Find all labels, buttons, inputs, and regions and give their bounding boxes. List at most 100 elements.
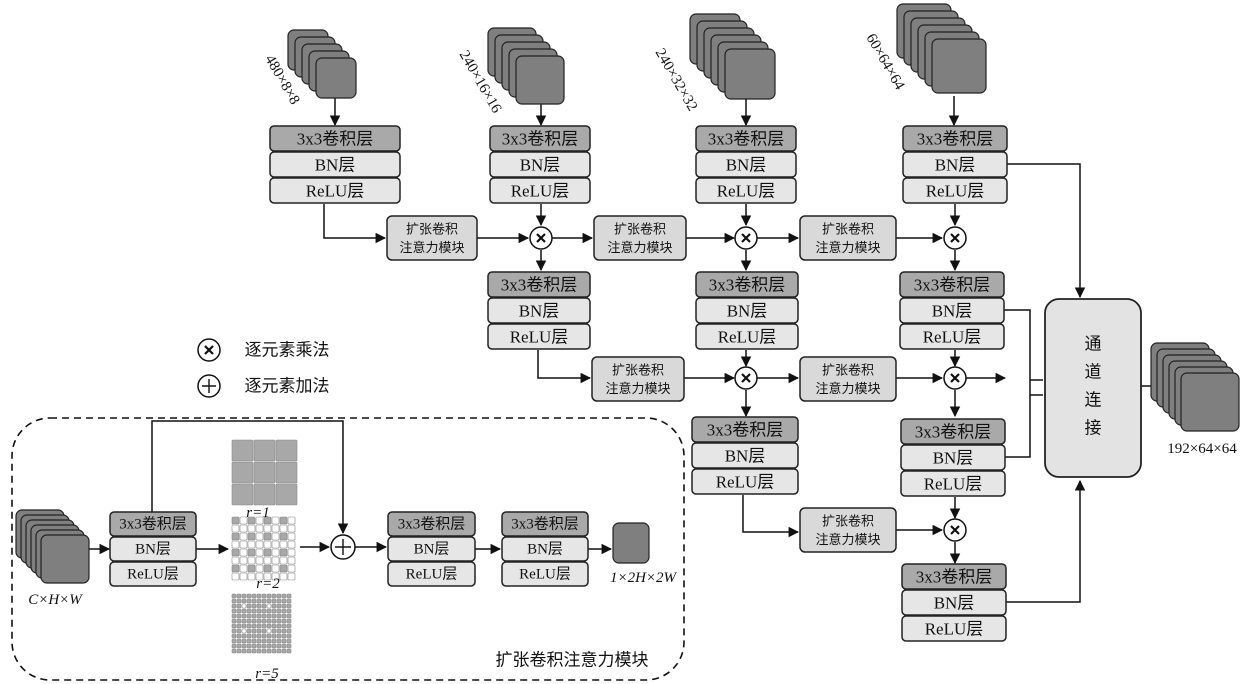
dilation-grid-cell: [256, 557, 263, 564]
relu-layer-label: ReLU层: [925, 620, 984, 639]
dilation-grid-cell: [248, 565, 255, 572]
dilation-grid-cell: [237, 634, 241, 638]
dilation-grid-cell: [247, 629, 251, 633]
dilation-grid-cell: [287, 599, 291, 603]
dilation-grid-cell: [272, 604, 276, 608]
dilation-grid-cell: [237, 599, 241, 603]
dilation-grid-cell: [277, 629, 281, 633]
dilation-rate-label: r=5: [255, 666, 279, 682]
dilation-grid-cell: [288, 557, 295, 564]
attention-module-label-line1: 扩张卷积: [614, 222, 666, 237]
bn-layer-label: BN层: [727, 302, 768, 321]
dilation-grid-cell: [280, 517, 287, 524]
dilation-grid-cell: [282, 649, 286, 653]
conv-layer-label: 3x3卷积层: [915, 423, 992, 442]
dilation-grid-cell: [272, 549, 279, 556]
dilation-grid-cell: [262, 649, 266, 653]
dilation-grid-cell: [264, 565, 271, 572]
dilation-grid-cell: [277, 604, 281, 608]
bn-layer-label: BN层: [527, 542, 563, 558]
dilation-grid-cell: [257, 634, 261, 638]
dilation-grid-cell: [277, 599, 281, 603]
dilation-grid-cell: [237, 609, 241, 613]
concat-bracket: [1004, 310, 1043, 395]
dilation-grid-cell: [237, 629, 241, 633]
attention-module-label-line1: 扩张卷积: [822, 514, 874, 529]
legend-add-label: 逐元素加法: [245, 377, 330, 396]
dilation-grid-cell: [282, 619, 286, 623]
dilation-grid-cell: [257, 649, 261, 653]
module-output-map-icon: [613, 523, 649, 563]
dilation-grid-cell: [272, 565, 279, 572]
dilation-grid-cell: [257, 629, 261, 633]
dilation-grid-cell: [267, 634, 271, 638]
module-output-dims-label: 1×2H×2W: [610, 570, 678, 586]
dilation-grid-cell: [287, 644, 291, 648]
concat-arrow: [1006, 481, 1080, 602]
attention-module-label-line2: 注意力模块: [607, 240, 672, 255]
dilation-grid-cell: [252, 649, 256, 653]
dilation-grid-cell: [232, 609, 236, 613]
dilation-grid-cell: [282, 604, 286, 608]
dilation-grid-cell: [262, 624, 266, 628]
input-feature-map-icon: [932, 39, 986, 93]
dilation-grid-cell: [272, 594, 276, 598]
dilation-grid-cell: [276, 484, 297, 505]
dilation-grid-cell: [272, 629, 276, 633]
dilation-grid-cell: [272, 541, 279, 548]
relu-layer-label: ReLU层: [511, 182, 570, 201]
relu-layer-label: ReLU层: [717, 182, 776, 201]
conv-layer-label: 3x3卷积层: [916, 568, 993, 587]
dilation-grid-cell: [237, 644, 241, 648]
dilation-grid-cell: [262, 599, 266, 603]
dilation-grid-cell: [264, 541, 271, 548]
dilation-grid-cell: [277, 649, 281, 653]
dilation-grid-cell: [232, 541, 239, 548]
dilation-grid-cell: [257, 599, 261, 603]
dilation-grid-cell: [277, 609, 281, 613]
dilation-grid-cell: [267, 604, 271, 608]
dilation-grid-cell: [288, 541, 295, 548]
dilation-grid-cell: [282, 599, 286, 603]
dilation-grid-cell: [247, 609, 251, 613]
dilation-grid-cell: [247, 594, 251, 598]
dilation-grid-cell: [248, 525, 255, 532]
dilation-grid-cell: [267, 639, 271, 643]
dilation-grid-cell: [287, 639, 291, 643]
bn-layer-label: BN层: [726, 156, 767, 175]
dilation-grid-cell: [252, 609, 256, 613]
conv-layer-label: 3x3卷积层: [119, 516, 187, 533]
dilation-grid-cell: [257, 624, 261, 628]
dilation-grid-cell: [242, 609, 246, 613]
dilation-grid-cell: [280, 573, 287, 580]
dilation-grid-cell: [272, 644, 276, 648]
dilation-grid-cell: [272, 649, 276, 653]
dilation-grid-cell: [232, 639, 236, 643]
dilation-grid-cell: [256, 549, 263, 556]
conv-layer-label: 3x3卷积层: [917, 130, 994, 149]
dilation-grid-cell: [288, 525, 295, 532]
dilation-grid-cell: [282, 609, 286, 613]
relu-layer-label: ReLU层: [127, 567, 179, 583]
attention-module-detail-title: 扩张卷积注意力模块: [496, 651, 649, 670]
dilation-grid-cell: [272, 517, 279, 524]
dilation-grid-cell: [247, 619, 251, 623]
attention-module-label-line2: 注意力模块: [399, 240, 464, 255]
dilation-grid-cell: [240, 541, 247, 548]
dilation-grid-cell: [232, 440, 253, 461]
concat-arrow: [1007, 164, 1080, 297]
conv-layer-label: 3x3卷积层: [707, 421, 784, 440]
dilation-grid-cell: [272, 557, 279, 564]
dilation-grid-cell: [272, 634, 276, 638]
dilation-grid-cell: [248, 557, 255, 564]
dilation-grid-cell: [254, 484, 275, 505]
relu-layer-label: ReLU层: [406, 567, 458, 583]
dilation-grid-cell: [252, 604, 256, 608]
dilation-grid-cell: [280, 565, 287, 572]
dilation-grid-cell: [242, 624, 246, 628]
dilation-grid-cell: [252, 614, 256, 618]
dilation-grid-cell: [232, 484, 253, 505]
dilation-grid-cell: [248, 573, 255, 580]
dilation-grid-cell: [232, 594, 236, 598]
conv-layer-label: 3x3卷积层: [501, 276, 578, 295]
